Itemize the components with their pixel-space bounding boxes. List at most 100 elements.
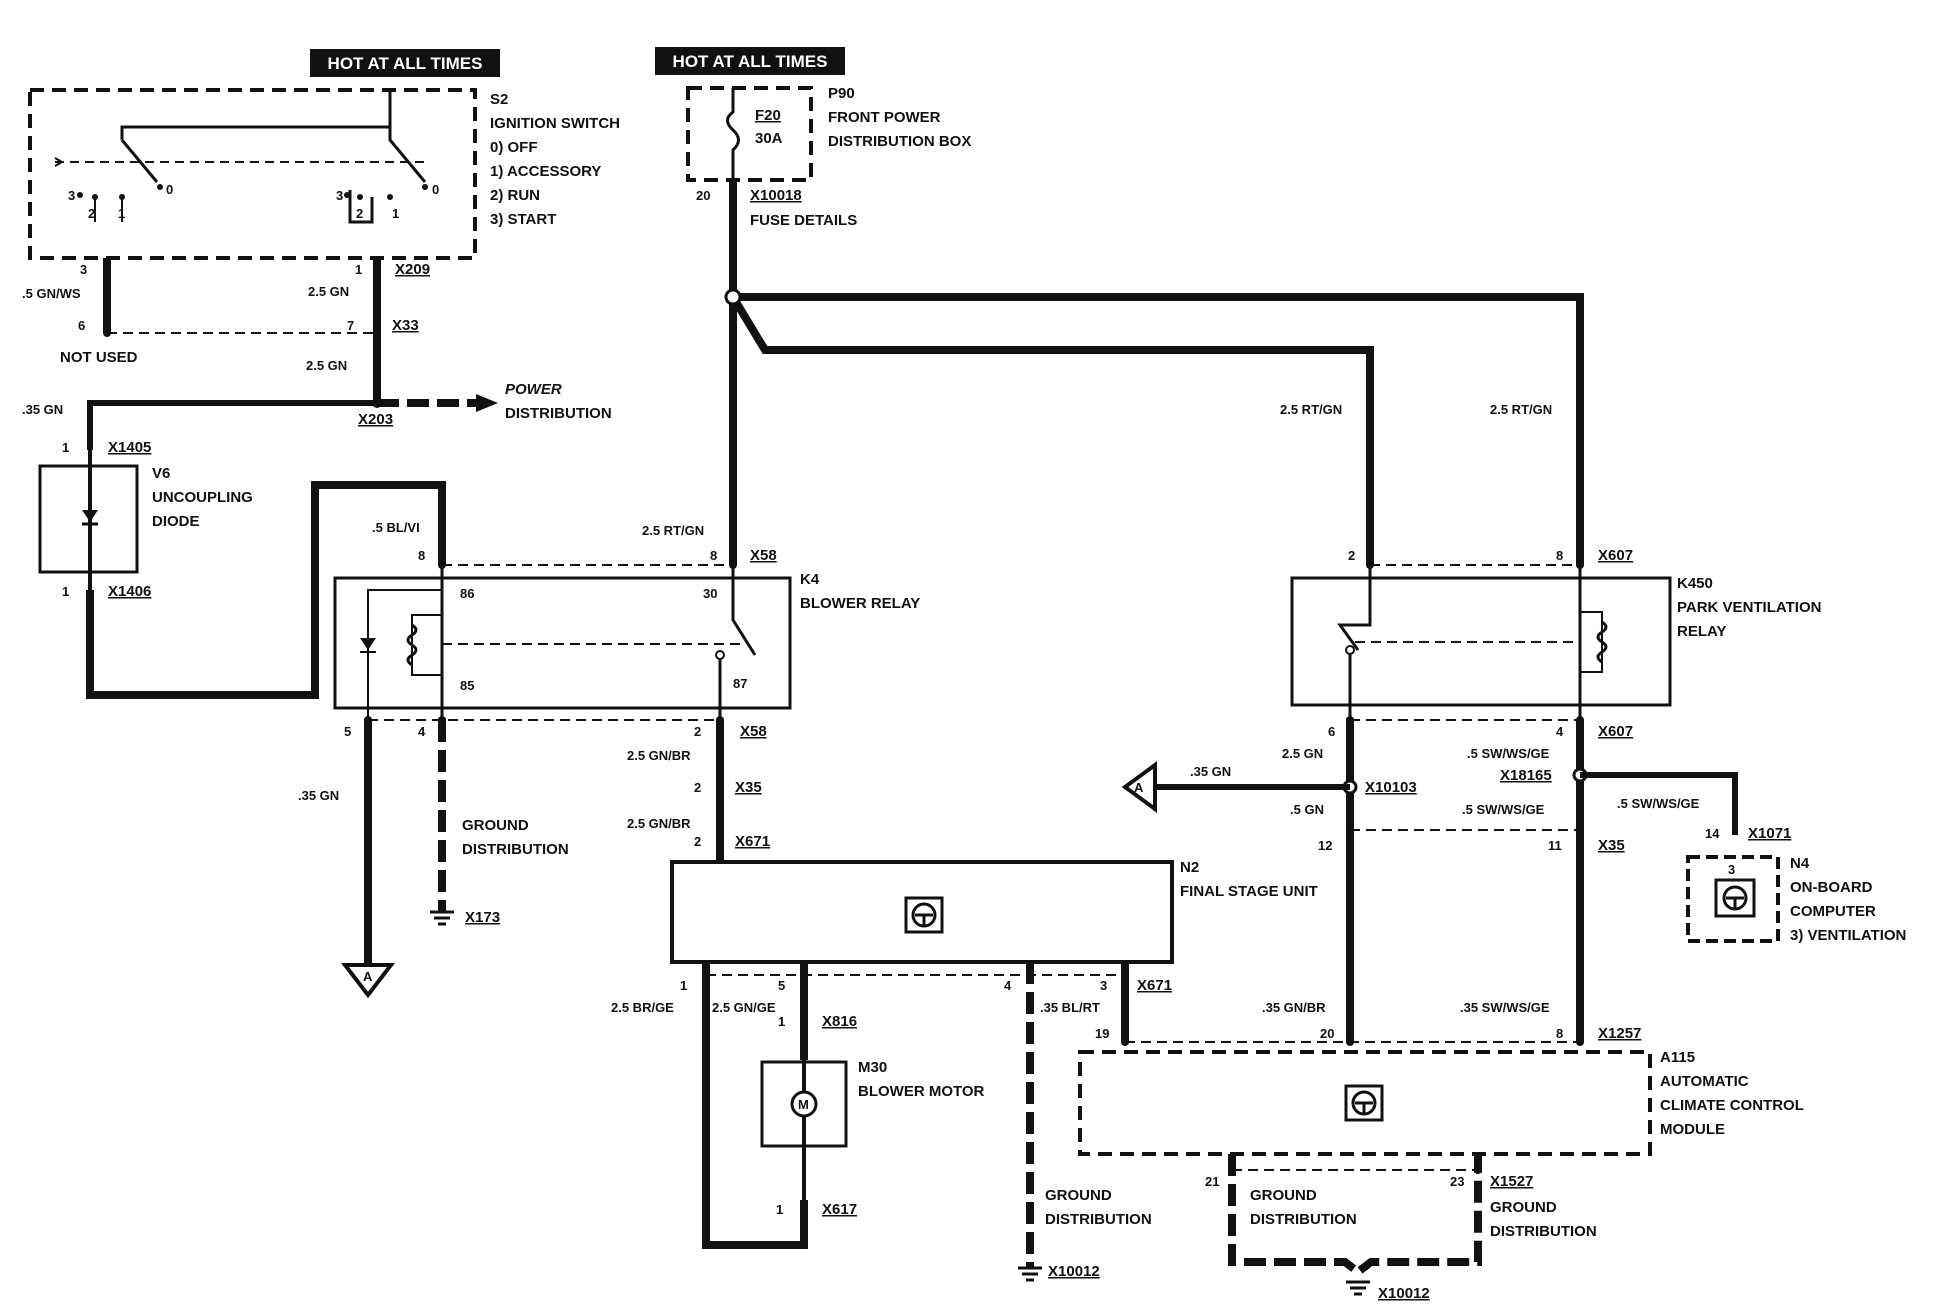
wire-label: 2.5 GN/BR — [627, 748, 691, 763]
wire-label: .35 GN — [22, 402, 63, 417]
a115-pin-8: 8 — [1556, 1026, 1563, 1041]
wire-label: .5 SW/WS/GE — [1462, 802, 1545, 817]
x607-connector-bottom: X607 — [1598, 723, 1633, 740]
x1406-connector: X1406 — [108, 583, 151, 600]
x671-connector-top: X671 — [735, 833, 770, 850]
offpage-ref-a-label: A — [1134, 780, 1144, 795]
k450-pin-top-right: 8 — [1556, 548, 1563, 563]
n4-box — [1686, 855, 1780, 943]
k4-id: K4 — [800, 571, 820, 588]
x1071-connector: X1071 — [1748, 825, 1791, 842]
p90-box — [686, 86, 813, 182]
n2-pin-1: 1 — [680, 978, 687, 993]
x1527-connector: X1527 — [1490, 1173, 1533, 1190]
a115-pin-19: 19 — [1095, 1026, 1109, 1041]
k4-diode-symbol — [360, 638, 376, 650]
motor-icon-letter: M — [798, 1097, 809, 1112]
ground-label: GROUND — [462, 817, 529, 834]
fuse-rating: 30A — [755, 130, 783, 147]
x1257-connector: X1257 — [1598, 1025, 1641, 1042]
ground-label: GROUND — [1250, 1187, 1317, 1204]
ground-label: DISTRIBUTION — [1490, 1223, 1597, 1240]
offpage-ref-a-label: A — [363, 969, 373, 984]
k450-pin-bottom-left: 6 — [1328, 724, 1335, 739]
x35-connector-right: X35 — [1598, 837, 1625, 854]
banner-right-text: HOT AT ALL TIMES — [673, 52, 828, 71]
banner-left: HOT AT ALL TIMES — [310, 49, 500, 77]
ground-label: GROUND — [1045, 1187, 1112, 1204]
motor-icon — [790, 1090, 818, 1118]
x10103-connector: X10103 — [1365, 779, 1417, 796]
wire-label: 2.5 GN — [308, 284, 349, 299]
k4-terminal-85: 85 — [460, 678, 474, 693]
n4-name: 3) VENTILATION — [1790, 927, 1906, 944]
n2-pin-3: 3 — [1100, 978, 1107, 993]
wire-label: .5 BL/VI — [372, 520, 420, 535]
v6-name: UNCOUPLING — [152, 489, 253, 506]
k450-pin-top-left: 2 — [1348, 548, 1355, 563]
n4-pin: 14 — [1705, 826, 1720, 841]
wire-label: 2.5 GN — [306, 358, 347, 373]
power-distribution-label: POWER — [505, 381, 562, 398]
v6-id: V6 — [152, 465, 170, 482]
p90-name: FRONT POWER — [828, 109, 941, 126]
x35-pin-left: 12 — [1318, 838, 1332, 853]
k4-pin-4: 4 — [418, 724, 426, 739]
p90-name: DISTRIBUTION BOX — [828, 133, 971, 150]
n2-box — [670, 860, 1174, 964]
fuse-f20-symbol — [726, 88, 740, 180]
k4-terminal-87: 87 — [733, 676, 747, 691]
s2-name: IGNITION SWITCH — [490, 115, 620, 132]
k4-terminal-86: 86 — [460, 586, 474, 601]
s2-pin-left: 3 — [80, 262, 87, 277]
n2-name: FINAL STAGE UNIT — [1180, 883, 1318, 900]
banner-left-text: HOT AT ALL TIMES — [328, 54, 483, 73]
x1405-connector: X1405 — [108, 439, 151, 456]
ground-label: GROUND — [1490, 1199, 1557, 1216]
s2-position-off: 0) OFF — [490, 139, 538, 156]
diode-symbol — [82, 510, 98, 522]
k4-coil-symbol — [406, 623, 418, 667]
k4-box — [333, 576, 792, 710]
x58-connector-top: X58 — [750, 547, 777, 564]
n2-pin-5: 5 — [778, 978, 785, 993]
a115-pin-23: 23 — [1450, 1174, 1464, 1189]
wire-label: .35 GN — [298, 788, 339, 803]
s2-contact-label: 3 — [336, 188, 343, 203]
power-distribution-label: DISTRIBUTION — [505, 405, 612, 422]
wire-label: 2.5 GN — [1282, 746, 1323, 761]
ground-symbol-x10012-bottom — [1346, 1280, 1370, 1296]
ground-symbol-x10012-mid — [1018, 1266, 1042, 1282]
x816-connector: X816 — [822, 1013, 857, 1030]
s2-position-run: 2) RUN — [490, 187, 540, 204]
banner-right: HOT AT ALL TIMES — [655, 47, 845, 75]
x18165-connector: X18165 — [1500, 767, 1552, 784]
a115-name: AUTOMATIC — [1660, 1073, 1749, 1090]
wire-label: 2.5 RT/GN — [1280, 402, 1342, 417]
m30-name: BLOWER MOTOR — [858, 1083, 985, 1100]
wire-label: 2.5 RT/GN — [1490, 402, 1552, 417]
s2-contact-label: 0 — [166, 182, 173, 197]
n4-name: COMPUTER — [1790, 903, 1876, 920]
x607-connector-top: X607 — [1598, 547, 1633, 564]
k4-pin-in-right: 8 — [710, 548, 717, 563]
p90-pin: 20 — [696, 188, 710, 203]
n2-id: N2 — [1180, 859, 1199, 876]
k4-terminal-30: 30 — [703, 586, 717, 601]
m30-pin-bottom: 1 — [776, 1202, 783, 1217]
s2-contact-label: 3 — [68, 188, 75, 203]
s2-contact-label: 1 — [118, 206, 125, 221]
s2-id: S2 — [490, 91, 508, 108]
x35-pin-right: 11 — [1548, 838, 1562, 853]
s2-pin-right: 1 — [355, 262, 362, 277]
k450-id: K450 — [1677, 575, 1713, 592]
k4-pin-in-left: 8 — [418, 548, 425, 563]
x33-not-used: NOT USED — [60, 349, 138, 366]
wire-label: 2.5 BR/GE — [611, 1000, 674, 1015]
x35-connector-left: X35 — [735, 779, 762, 796]
s2-contact-label: 0 — [432, 182, 439, 197]
n2-pin-4: 4 — [1004, 978, 1012, 993]
wire-label: 2.5 GN/GE — [712, 1000, 776, 1015]
s2-position-accessory: 1) ACCESSORY — [490, 163, 601, 180]
k450-box — [1290, 576, 1672, 707]
